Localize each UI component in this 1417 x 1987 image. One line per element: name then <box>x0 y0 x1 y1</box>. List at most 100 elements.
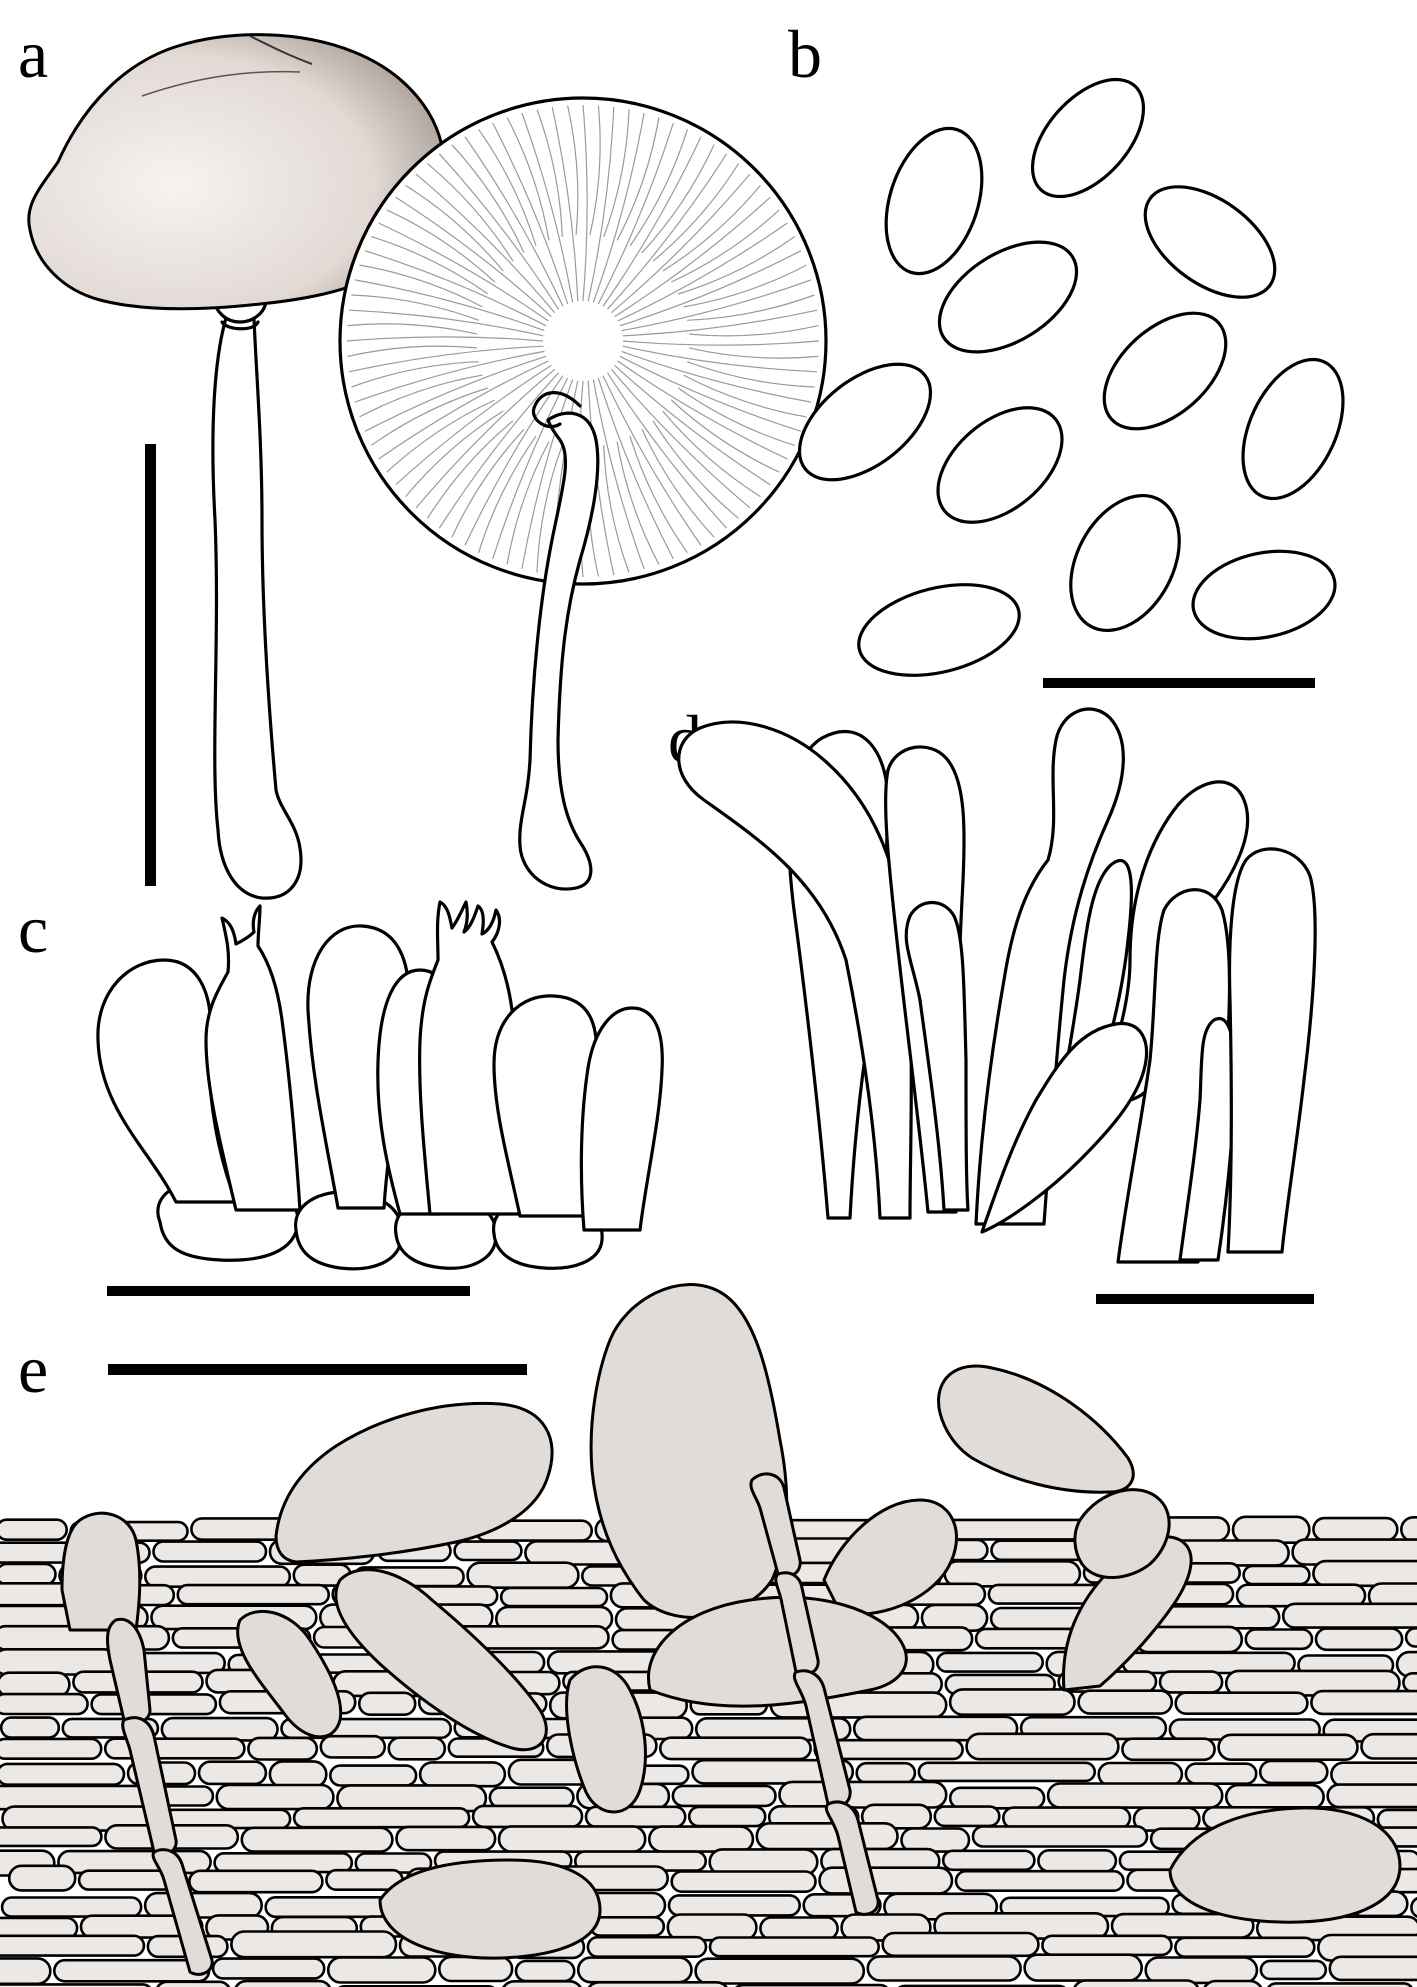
hyphal-cell <box>1244 1628 1314 1651</box>
hyphal-cell <box>1367 1582 1417 1610</box>
hyphal-cell <box>755 1822 899 1851</box>
hyphal-cell <box>1046 1782 1224 1809</box>
lamellae <box>346 104 820 578</box>
lamella-line <box>606 153 728 310</box>
hyphal-cell <box>866 1955 1022 1982</box>
terminal-element <box>1168 1806 1402 1924</box>
hyphal-cell <box>1231 1515 1311 1545</box>
lamella-line <box>587 106 615 302</box>
hyphal-cell <box>488 1786 575 1809</box>
lamella-line <box>405 184 504 272</box>
lamella-line <box>641 429 715 538</box>
hyphal-cell <box>211 1957 326 1980</box>
terminal-element <box>589 1283 789 1619</box>
cheilocystidium <box>904 901 970 1212</box>
hyphal-cell <box>1312 1516 1399 1542</box>
lamella-line <box>351 361 479 388</box>
lamella-line <box>506 117 550 241</box>
lamella-line <box>364 355 547 432</box>
terminal-element <box>937 1364 1135 1494</box>
annulus-edge <box>220 320 260 331</box>
lamella-line <box>395 196 552 318</box>
lamella-line <box>347 345 478 357</box>
septate-hypha <box>749 1472 880 1916</box>
lamella-line <box>589 105 601 236</box>
hyphal-cell <box>647 1825 755 1853</box>
lamella-line <box>592 112 645 303</box>
basidioma-stipe-left <box>211 316 303 900</box>
hyphal-cell <box>52 1958 211 1983</box>
hyphal-cell <box>1217 1733 1359 1762</box>
lamella-line <box>415 368 556 509</box>
hyphal-cell <box>357 1691 417 1717</box>
lamella-line <box>622 340 820 346</box>
lamella-line <box>348 309 544 337</box>
hyphal-cell <box>143 1891 264 1919</box>
hyphal-cell <box>1402 1672 1417 1693</box>
hyphal-cell <box>935 1651 1045 1673</box>
basidioma-right <box>338 96 828 891</box>
hyphal-cell <box>90 1693 218 1716</box>
lamella-line <box>354 279 545 332</box>
lamella-line <box>386 209 496 283</box>
hyphal-cell <box>1041 1934 1173 1957</box>
basidioma-stipe-right <box>518 411 600 891</box>
scale-bar-a <box>145 444 156 886</box>
hyphal-cell <box>671 1784 777 1808</box>
hyphal-cell <box>1224 1783 1325 1810</box>
hyphal-cell <box>708 1936 880 1958</box>
septate-hypha <box>106 1617 214 1976</box>
hyphal-cell <box>418 1761 507 1788</box>
terminal-element <box>378 1858 602 1960</box>
lamella-line <box>629 129 688 247</box>
hyphal-cell <box>1174 1936 1316 1959</box>
hyphal-cell <box>453 1540 523 1562</box>
panel-c-basidia <box>96 900 664 1296</box>
hyphal-cell <box>1310 1689 1417 1716</box>
hyphal-cell <box>7 1864 77 1892</box>
hyphal-cell <box>268 1760 328 1789</box>
hyphal-cell <box>215 1783 335 1811</box>
lamella-line <box>354 350 545 403</box>
hyphal-cell <box>1132 1806 1201 1832</box>
lamella-line <box>370 387 488 446</box>
hyphal-cell <box>230 1930 398 1959</box>
basidiospore <box>1241 357 1345 501</box>
lamella-line <box>364 250 547 327</box>
pileus-striation <box>141 70 301 97</box>
hyphal-cell <box>941 1849 1036 1872</box>
hyphal-cell <box>1203 1979 1263 1987</box>
hyphal-cell <box>240 1826 394 1853</box>
lamella-line <box>597 122 674 305</box>
basidiospore <box>884 126 984 276</box>
lamella-line <box>478 128 537 246</box>
scale-bar-d <box>1096 1294 1314 1304</box>
hyphal-cell <box>0 1716 61 1739</box>
hyphal-cell <box>0 1762 126 1786</box>
lamella-line <box>617 222 788 322</box>
lamella-line <box>395 364 552 486</box>
hyphal-cell <box>1376 1808 1417 1831</box>
lamella-line <box>386 399 495 473</box>
lamella-line <box>619 355 802 432</box>
hyphal-cell <box>667 1894 801 1917</box>
lamella-line <box>603 445 630 573</box>
panel-d-cheilocystidia <box>677 707 1317 1304</box>
lamella-line <box>347 323 478 335</box>
lamella-line <box>415 173 556 314</box>
hyphal-cell <box>499 1586 609 1608</box>
hyphal-cell <box>670 1870 817 1894</box>
lamella-line <box>614 364 771 486</box>
basidiospore <box>1030 77 1146 199</box>
lamella-line <box>616 441 660 565</box>
terminal-element <box>565 1665 647 1814</box>
lamella-line <box>603 109 630 238</box>
hyphal-cell <box>1144 1956 1259 1985</box>
hyphal-cell <box>576 1956 693 1984</box>
hyphal-cell <box>292 1807 471 1829</box>
hyphal-cell <box>948 1786 1046 1810</box>
hyphal-cell <box>687 1805 767 1828</box>
lamella-line <box>438 153 560 310</box>
